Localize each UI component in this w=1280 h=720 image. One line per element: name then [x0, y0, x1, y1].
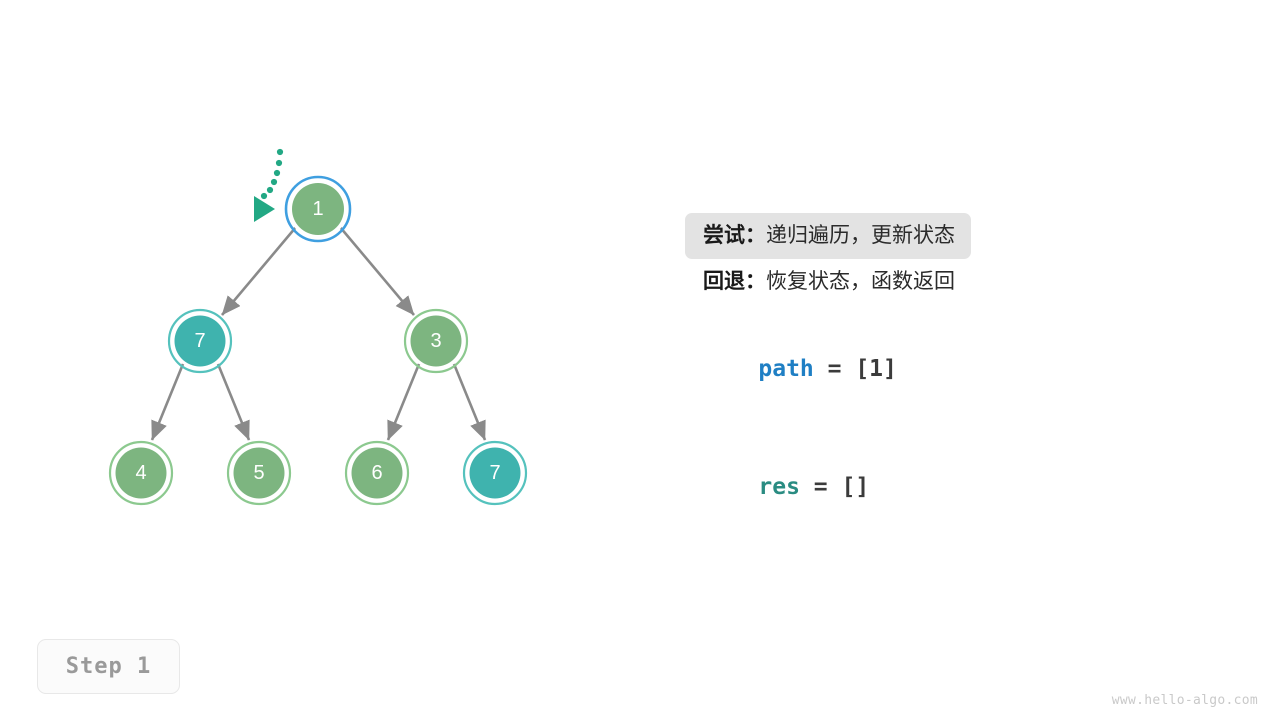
path-assign-operator: = — [813, 356, 856, 382]
edge-7-to-5 — [216, 363, 251, 441]
tree-node-6[interactable]: 6 — [344, 440, 410, 506]
info-panel: 尝试：递归遍历，更新状态 回退：恢复状态，函数返回 path = [1] res… — [685, 213, 1205, 500]
node-label: 5 — [253, 462, 264, 484]
node-label: 1 — [312, 198, 323, 220]
tree-node-5[interactable]: 5 — [226, 440, 292, 506]
try-phase-key: 尝试： — [703, 223, 766, 247]
edge-3-to-7 — [452, 363, 487, 441]
pointer-trail-dot — [275, 159, 283, 167]
edge-1-to-7 — [221, 226, 297, 316]
node-label: 3 — [430, 330, 441, 352]
res-assign-operator: = — [799, 474, 842, 500]
edge-7-to-4 — [150, 363, 185, 441]
node-label: 6 — [371, 462, 382, 484]
node-label: 7 — [194, 330, 205, 352]
path-variable-name: path — [758, 356, 814, 382]
tree-node-7-left[interactable]: 7 — [167, 308, 233, 374]
pointer-trail-dot — [270, 178, 278, 186]
node-body — [174, 315, 226, 367]
backtrack-phase-value: 恢复状态，函数返回 — [766, 269, 955, 293]
node-body — [115, 447, 167, 499]
pointer-trail-dot — [273, 169, 281, 177]
edge-1-to-3 — [339, 226, 415, 316]
tree-edges — [150, 226, 487, 441]
tree-node-7-right[interactable]: 7 — [462, 440, 528, 506]
tree-node-1[interactable]: 1 — [284, 175, 352, 243]
tree-node-3[interactable]: 3 — [403, 308, 469, 374]
tree-nodes: 1 7 3 4 5 — [108, 175, 528, 506]
node-label: 7 — [489, 462, 500, 484]
tree-node-4[interactable]: 4 — [108, 440, 174, 506]
node-body — [469, 447, 521, 499]
node-body — [351, 447, 403, 499]
pointer-trail-dot — [260, 192, 268, 200]
edge-3-to-6 — [386, 363, 421, 441]
node-ring — [167, 308, 233, 374]
node-ring — [226, 440, 292, 506]
node-body — [292, 183, 344, 235]
res-variable-value: [] — [841, 474, 870, 500]
path-variable-value: [1] — [855, 356, 897, 382]
res-variable-name: res — [758, 474, 800, 500]
backtrack-phase-row: 回退：恢复状态，函数返回 — [685, 259, 971, 305]
node-active-ring — [284, 175, 352, 243]
recursion-pointer — [254, 148, 284, 222]
node-ring — [403, 308, 469, 374]
pointer-trail-dot — [266, 186, 274, 194]
node-ring — [108, 440, 174, 506]
res-variable-row: res = [] — [703, 448, 869, 526]
site-watermark: www.hello-algo.com — [1111, 693, 1258, 708]
node-ring — [462, 440, 528, 506]
pointer-trail-dot — [276, 148, 284, 156]
pointer-triangle-icon — [254, 196, 275, 222]
step-badge-label: Step 1 — [65, 654, 152, 679]
node-body — [233, 447, 285, 499]
try-phase-value: 递归遍历，更新状态 — [766, 223, 955, 247]
node-ring — [344, 440, 410, 506]
backtrack-phase-key: 回退： — [703, 269, 766, 293]
try-phase-row: 尝试：递归遍历，更新状态 — [685, 213, 971, 259]
node-label: 4 — [135, 462, 146, 484]
step-badge: Step 1 — [37, 639, 180, 694]
path-variable-row: path = [1] — [703, 330, 897, 408]
node-body — [410, 315, 462, 367]
